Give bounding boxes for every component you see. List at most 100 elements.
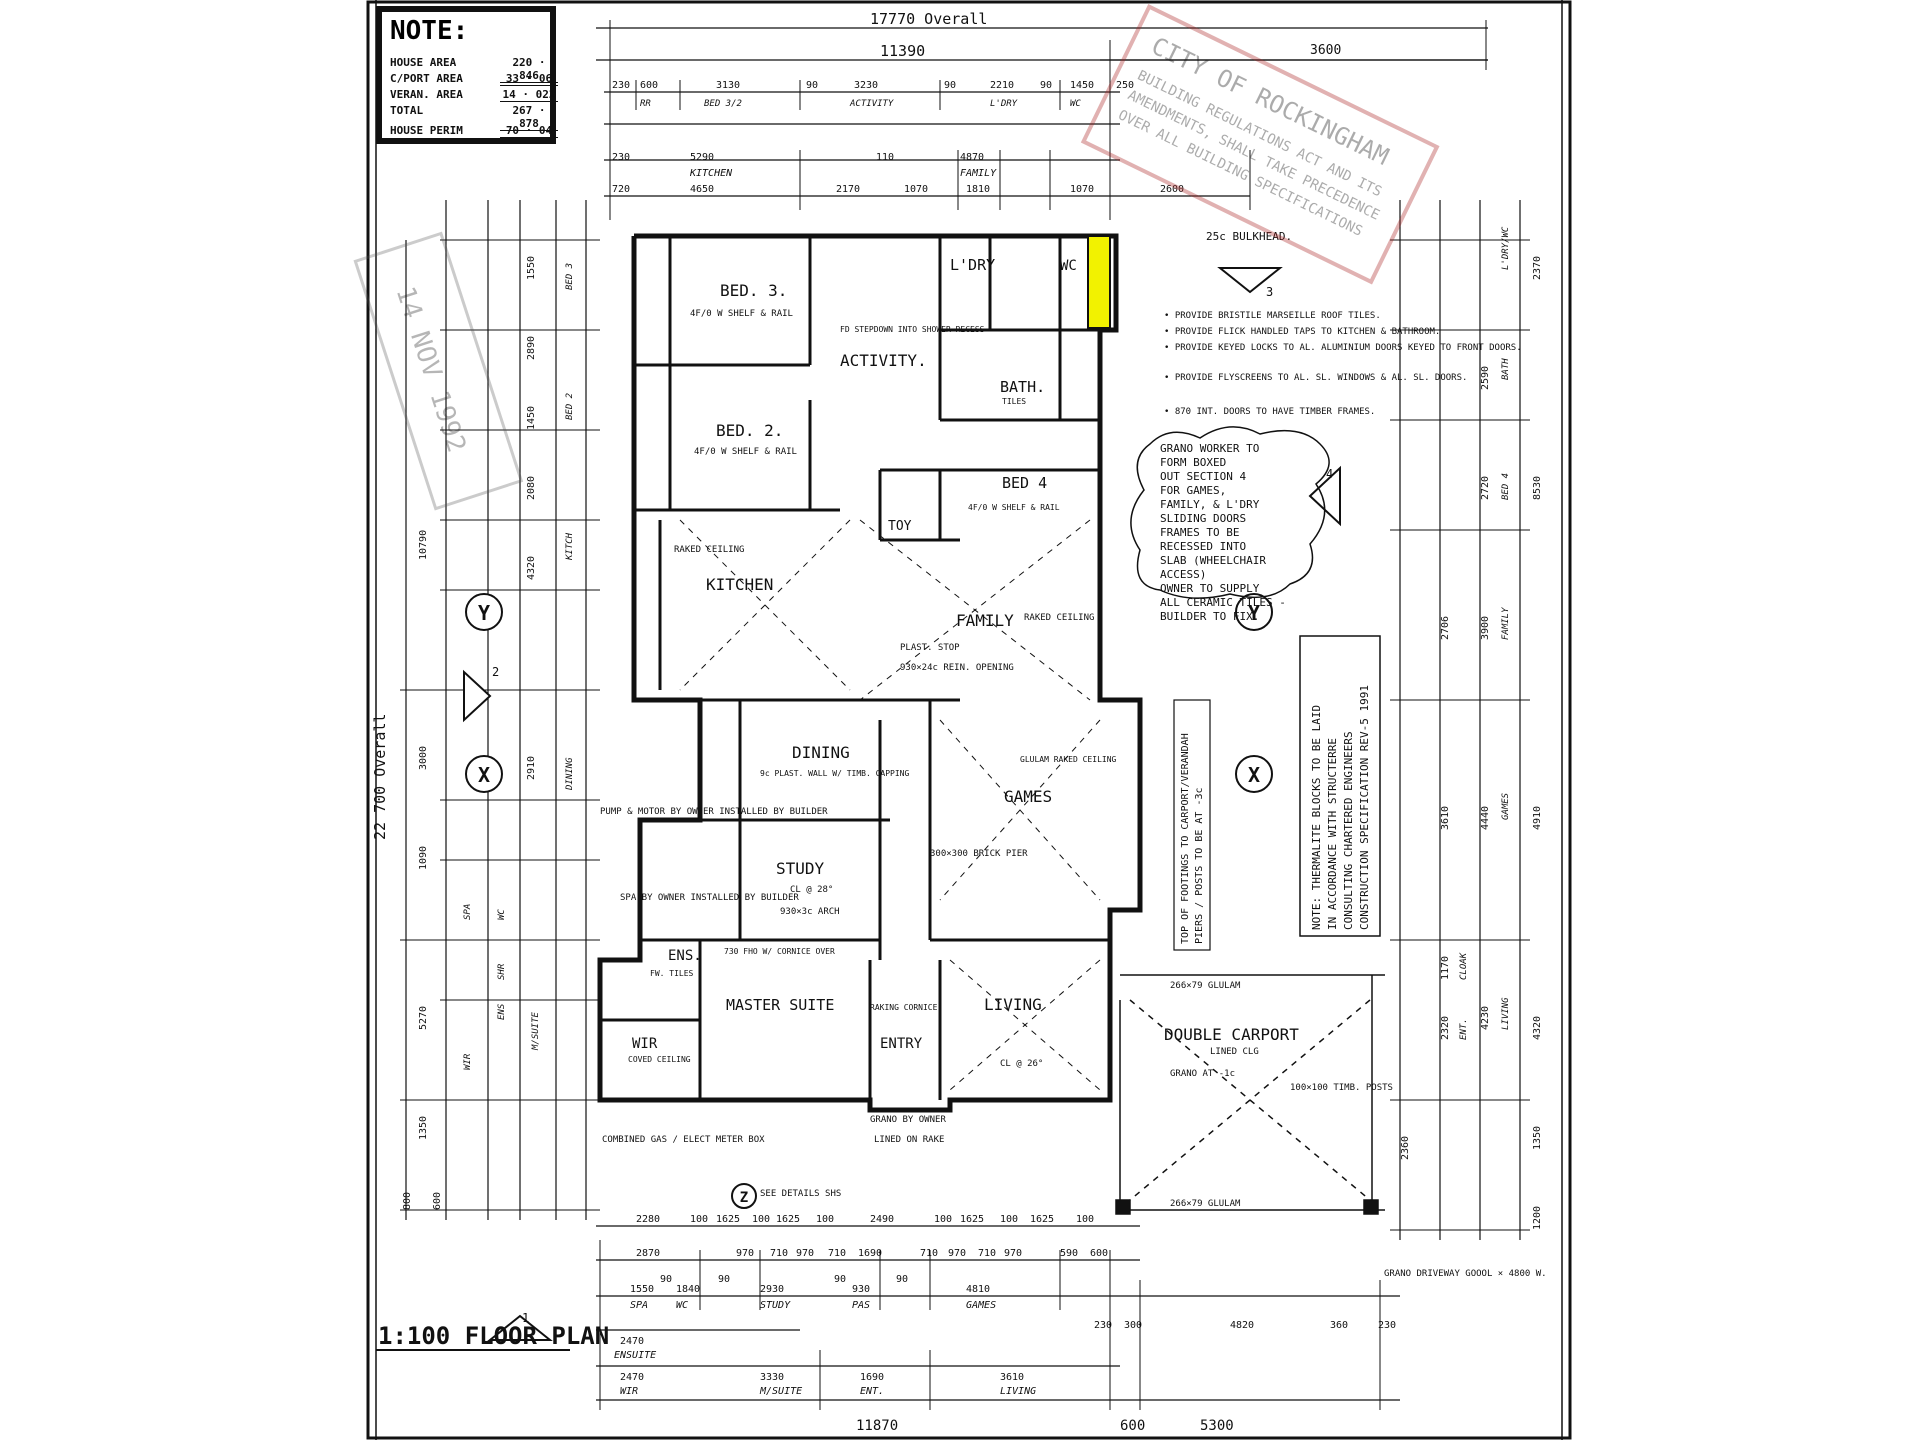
svg-text:930×3c ARCH: 930×3c ARCH: [780, 907, 840, 917]
svg-text:SEE DETAILS SHS: SEE DETAILS SHS: [760, 1189, 841, 1199]
svg-text:2320: 2320: [1440, 1016, 1451, 1040]
svg-text:970: 970: [796, 1248, 814, 1259]
svg-text:SLAB (WHEELCHAIR: SLAB (WHEELCHAIR: [1160, 554, 1266, 567]
section-x-left: X: [478, 763, 490, 787]
room-master: MASTER SUITE: [726, 996, 834, 1014]
svg-text:GRANO DRIVEWAY GOOOL × 4800 W.: GRANO DRIVEWAY GOOOL × 4800 W.: [1384, 1269, 1547, 1279]
svg-text:100: 100: [934, 1214, 952, 1225]
svg-text:SPA: SPA: [630, 1300, 648, 1311]
svg-text:1170: 1170: [1440, 956, 1451, 980]
bottom-dim-row4: 2470 ENSUITE: [614, 1336, 656, 1361]
svg-text:LINED ON RAKE: LINED ON RAKE: [874, 1135, 944, 1145]
svg-text:230: 230: [612, 80, 630, 91]
svg-text:RECESSED INTO: RECESSED INTO: [1160, 540, 1246, 553]
svg-text:SPA: SPA: [463, 904, 473, 920]
room-wir: WIR: [632, 1036, 658, 1052]
svg-text:2210: 2210: [990, 80, 1014, 91]
svg-text:710: 710: [828, 1248, 846, 1259]
svg-text:BED 4: BED 4: [1501, 473, 1511, 500]
svg-text:730 FHO W/ CORNICE OVER: 730 FHO W/ CORNICE OVER: [724, 947, 835, 956]
svg-text:930×24c REIN. OPENING: 930×24c REIN. OPENING: [900, 663, 1014, 673]
svg-text:600: 600: [640, 80, 658, 91]
elevation-markers: [463, 267, 1341, 1341]
section-y-left: Y: [478, 601, 490, 625]
top-dimensions: [596, 20, 1488, 220]
top-dim-row1: 230 600 3130 90 3230 90 2210 90 1450 250: [612, 80, 1134, 91]
svg-text:GRANO AT -1c: GRANO AT -1c: [1170, 1069, 1235, 1079]
svg-text:600: 600: [1090, 1248, 1108, 1259]
svg-text:GRANO BY OWNER: GRANO BY OWNER: [870, 1115, 946, 1125]
svg-text:4230: 4230: [1480, 1006, 1491, 1030]
svg-text:LIVING: LIVING: [1501, 997, 1511, 1030]
svg-text:9c PLAST. WALL W/ TIMB. CAPPIN: 9c PLAST. WALL W/ TIMB. CAPPING: [760, 769, 909, 778]
svg-text:RR: RR: [640, 99, 651, 109]
svg-text:WC: WC: [1070, 99, 1081, 109]
right-dimensions: [1390, 200, 1530, 1240]
date-stamp: 14 NOV 1992: [353, 231, 524, 511]
svg-text:1625: 1625: [716, 1214, 740, 1225]
room-ldry: L'DRY: [950, 256, 995, 274]
svg-text:100×100 TIMB. POSTS: 100×100 TIMB. POSTS: [1290, 1083, 1393, 1093]
svg-text:SPA BY OWNER INSTALLED BY BUIL: SPA BY OWNER INSTALLED BY BUILDER: [620, 893, 799, 903]
svg-text:4650: 4650: [690, 184, 714, 195]
drawing-title: 1:100 FLOOR PLAN: [378, 1322, 609, 1350]
svg-text:ACCESS): ACCESS): [1160, 568, 1206, 581]
svg-text:590: 590: [1060, 1248, 1078, 1259]
bottom-dim-row3: 1550 90 1840 90 2930 90 930 90 4810 SPA …: [630, 1274, 1396, 1331]
svg-text:RAKED CEILING: RAKED CEILING: [1024, 613, 1094, 623]
svg-text:4440: 4440: [1480, 806, 1491, 830]
left-dim-labels: BED 3 BED 2 KITCH DINING SPA WC SHR ENS …: [463, 263, 575, 1070]
svg-text:3610: 3610: [1000, 1372, 1024, 1383]
overall-width-label: 17770 Overall: [870, 10, 987, 28]
room-study: STUDY: [776, 859, 825, 878]
thermalite-note: NOTE: THERMALITE BLOCKS TO BE LAID IN AC…: [1299, 635, 1381, 937]
bottom-dim-row5: 2470 3330 1690 3610 WIR M/SUITE ENT. LIV…: [620, 1372, 1036, 1397]
room-games: GAMES: [1004, 787, 1052, 806]
svg-text:2490: 2490: [870, 1214, 894, 1225]
svg-text:100: 100: [752, 1214, 770, 1225]
svg-text:1625: 1625: [776, 1214, 800, 1225]
note-heading: NOTE:: [390, 16, 469, 46]
svg-text:• PROVIDE FLYSCREENS TO AL. SL: • PROVIDE FLYSCREENS TO AL. SL. WINDOWS …: [1164, 373, 1467, 383]
svg-text:1810: 1810: [966, 184, 990, 195]
svg-text:FRAMES TO BE: FRAMES TO BE: [1160, 526, 1239, 539]
elevation-3-label: 3: [1266, 285, 1273, 299]
svg-text:2706: 2706: [1440, 616, 1451, 640]
svg-text:100: 100: [816, 1214, 834, 1225]
svg-text:1350: 1350: [1532, 1126, 1543, 1150]
svg-text:CLOAK: CLOAK: [1459, 952, 1469, 980]
svg-text:300×300 BRICK PIER: 300×300 BRICK PIER: [930, 849, 1028, 859]
svg-text:8530: 8530: [1532, 476, 1543, 500]
svg-text:LIVING: LIVING: [1000, 1386, 1036, 1397]
room-bath: BATH.: [1000, 378, 1045, 396]
svg-text:PUMP & MOTOR BY OWNER INSTALLE: PUMP & MOTOR BY OWNER INSTALLED BY BUILD…: [600, 807, 828, 817]
svg-text:TOP OF FOOTINGS TO CARPORT/VER: TOP OF FOOTINGS TO CARPORT/VERANDAH: [1180, 733, 1191, 944]
svg-text:BED 2: BED 2: [565, 393, 575, 420]
svg-text:NOTE: THERMALITE BLOCKS TO BE: NOTE: THERMALITE BLOCKS TO BE LAID: [1310, 705, 1323, 930]
bottom-carport-label: 5300: [1200, 1418, 1234, 1434]
svg-text:WC: WC: [676, 1300, 688, 1311]
svg-text:2910: 2910: [526, 756, 537, 780]
top-dim-row2: 230 5290 110 4870 KITCHEN FAMILY: [612, 152, 997, 179]
svg-text:OWNER TO SUPPLY: OWNER TO SUPPLY: [1160, 582, 1260, 595]
svg-text:1450: 1450: [526, 406, 537, 430]
room-bed2: BED. 2.: [716, 421, 783, 440]
svg-text:970: 970: [1004, 1248, 1022, 1259]
svg-text:90: 90: [660, 1274, 672, 1285]
svg-text:25c BULKHEAD.: 25c BULKHEAD.: [1206, 230, 1292, 243]
svg-text:4F/0 W SHELF & RAIL: 4F/0 W SHELF & RAIL: [694, 447, 797, 457]
top-dim-row3: 720 4650 2170 1070 1810 1070 2600: [612, 184, 1184, 195]
svg-text:CONSULTING CHARTERED ENGINEERS: CONSULTING CHARTERED ENGINEERS: [1342, 731, 1355, 930]
svg-text:266×79 GLULAM: 266×79 GLULAM: [1170, 981, 1241, 991]
svg-text:ACTIVITY: ACTIVITY: [849, 99, 894, 109]
elevation-2-label: 2: [492, 665, 499, 679]
left-dim-values: 1550 2890 1450 2080 4320 10790 3000 2910…: [402, 256, 537, 1210]
svg-text:2370: 2370: [1532, 256, 1543, 280]
svg-text:3000: 3000: [418, 746, 429, 770]
svg-text:• 870 INT. DOORS TO HAVE TIMBE: • 870 INT. DOORS TO HAVE TIMBER FRAMES.: [1164, 407, 1375, 417]
svg-text:90: 90: [806, 80, 818, 91]
svg-text:1690: 1690: [860, 1372, 884, 1383]
svg-text:• PROVIDE KEYED LOCKS TO AL. A: • PROVIDE KEYED LOCKS TO AL. ALUMINIUM D…: [1164, 343, 1522, 353]
